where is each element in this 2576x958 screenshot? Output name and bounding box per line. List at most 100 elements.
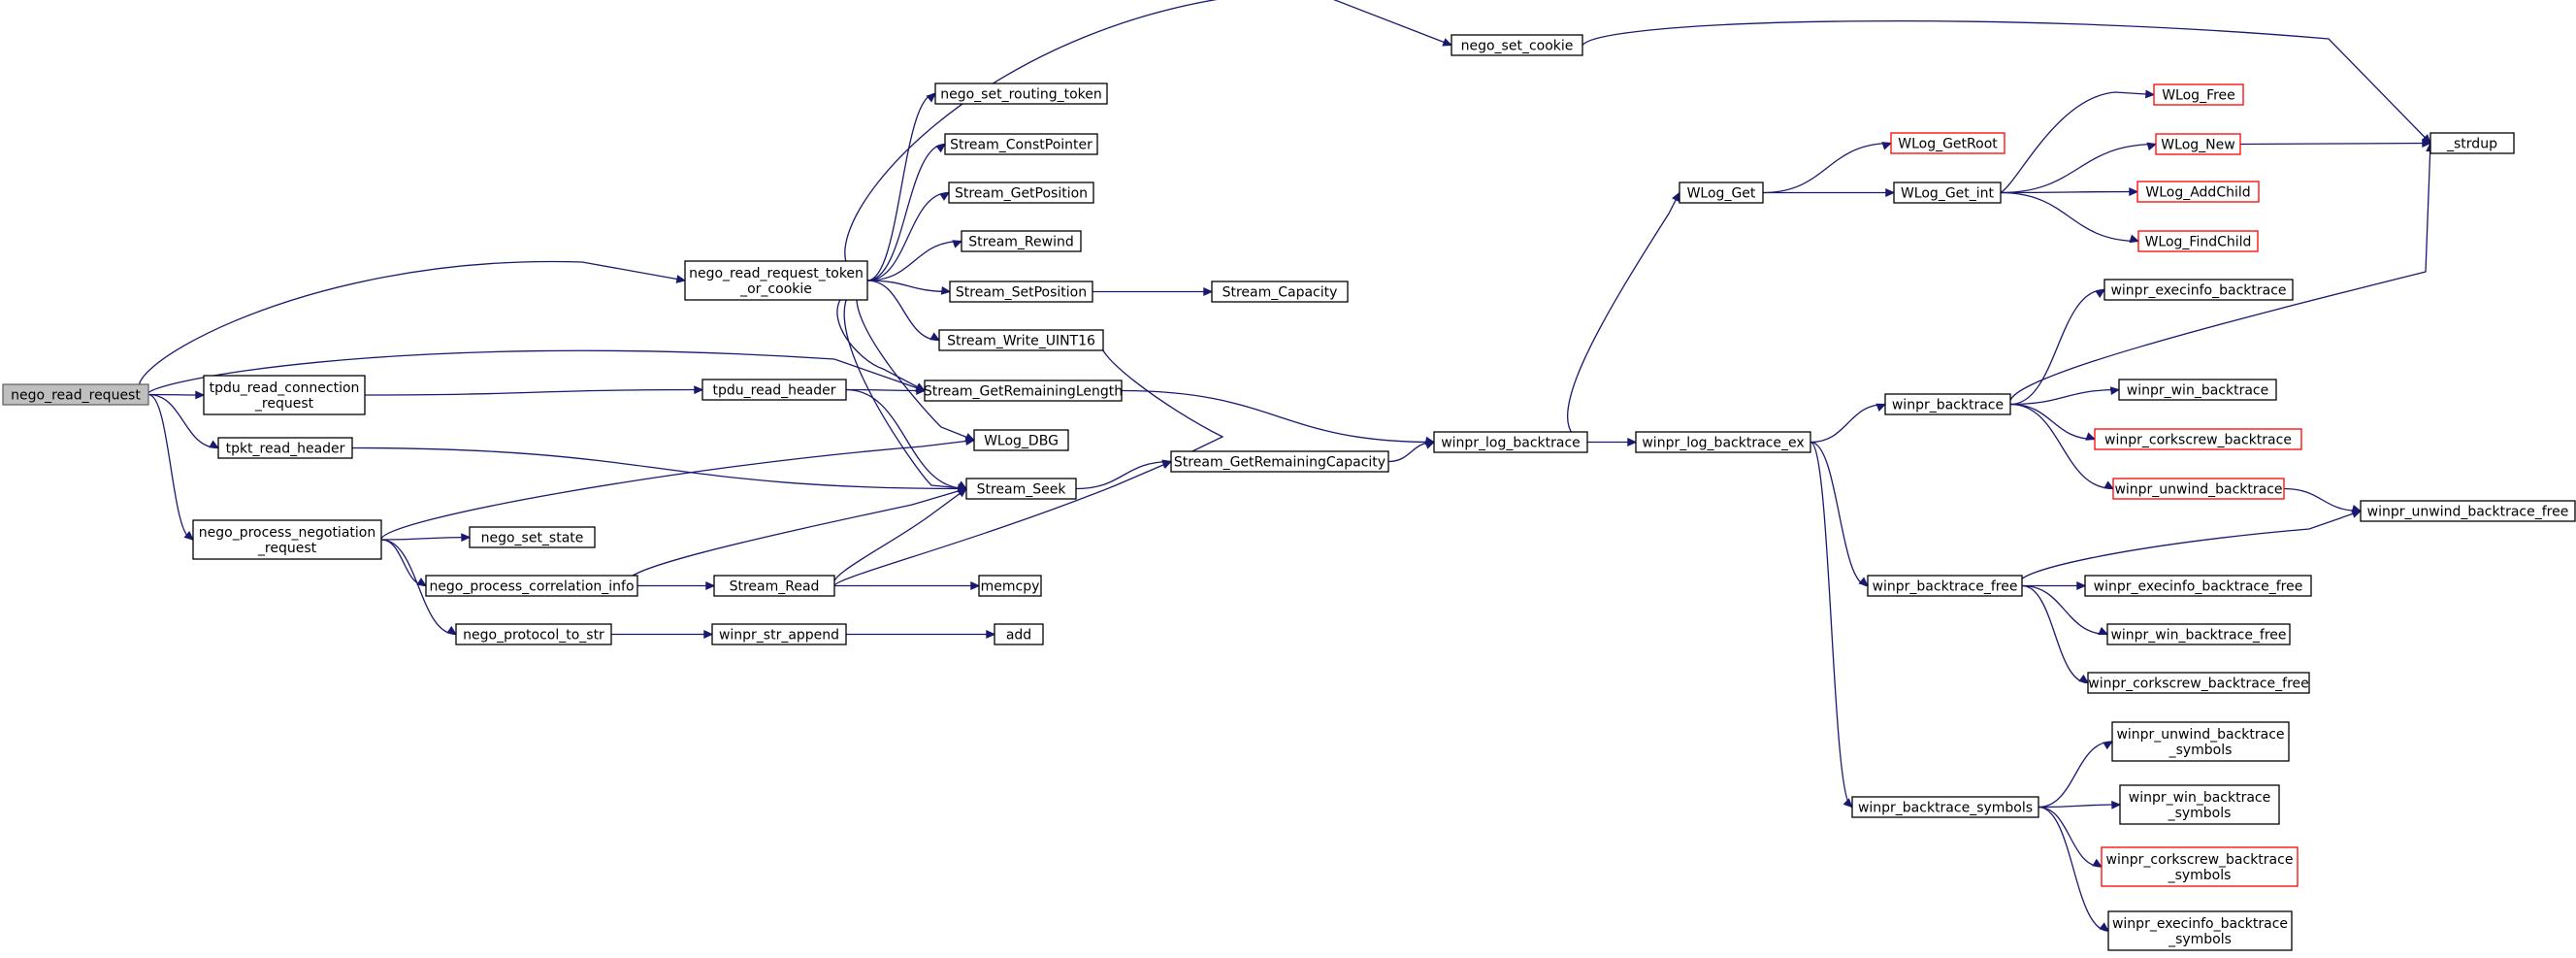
node-box[interactable] xyxy=(2107,910,2293,951)
node-Stream_Seek[interactable]: Stream_Seek xyxy=(965,478,1077,500)
node-box[interactable] xyxy=(2155,133,2241,155)
node-box[interactable] xyxy=(1451,34,1583,56)
node-WLog_Get_int[interactable]: WLog_Get_int xyxy=(1893,182,2002,204)
node-Stream_Rewind[interactable]: Stream_Rewind xyxy=(961,230,1082,252)
node-WLog_GetRoot[interactable]: WLog_GetRoot xyxy=(1890,132,2005,154)
node-box[interactable] xyxy=(944,133,1098,155)
node-winpr_corkscrew_backtrace_symbols[interactable]: winpr_corkscrew_backtrace_symbols xyxy=(2101,846,2299,887)
node-nego_read_request_token_or_cookie[interactable]: nego_read_request_token_or_cookie xyxy=(684,260,868,301)
node-winpr_execinfo_backtrace[interactable]: winpr_execinfo_backtrace xyxy=(2103,279,2294,301)
node-box[interactable] xyxy=(2153,83,2244,106)
node-nego_read_request[interactable]: nego_read_request xyxy=(2,383,149,406)
node-Stream_Write_UINT16[interactable]: Stream_Write_UINT16 xyxy=(938,329,1104,351)
node-WLog_Free[interactable]: WLog_Free xyxy=(2153,83,2244,106)
node-winpr_unwind_backtrace[interactable]: winpr_unwind_backtrace xyxy=(2112,478,2285,500)
node-winpr_backtrace_free[interactable]: winpr_backtrace_free xyxy=(1867,575,2023,597)
node-nego_process_negotiation_request[interactable]: nego_process_negotiation_request xyxy=(192,519,382,560)
node-Stream_GetPosition[interactable]: Stream_GetPosition xyxy=(948,182,1094,204)
node-box[interactable] xyxy=(978,575,1042,597)
node-box[interactable] xyxy=(924,380,1123,402)
node-box[interactable] xyxy=(469,526,596,548)
node-box[interactable] xyxy=(1890,132,2005,154)
node-winpr_corkscrew_backtrace_free[interactable]: winpr_corkscrew_backtrace_free xyxy=(2087,672,2310,694)
node-winpr_execinfo_backtrace_free[interactable]: winpr_execinfo_backtrace_free xyxy=(2084,575,2312,597)
node-box[interactable] xyxy=(1893,182,2002,204)
node-winpr_log_backtrace_ex[interactable]: winpr_log_backtrace_ex xyxy=(1635,431,1811,453)
node-box[interactable] xyxy=(1884,393,2011,415)
node-winpr_win_backtrace_free[interactable]: winpr_win_backtrace_free xyxy=(2106,623,2291,645)
node-box[interactable] xyxy=(1851,796,2039,818)
node-WLog_Get[interactable]: WLog_Get xyxy=(1679,182,1764,204)
node-nego_protocol_to_str[interactable]: nego_protocol_to_str xyxy=(455,623,612,645)
node-memcpy[interactable]: memcpy xyxy=(978,575,1042,597)
node-box[interactable] xyxy=(2137,230,2259,252)
node-Stream_GetRemainingCapacity[interactable]: Stream_GetRemainingCapacity xyxy=(1170,450,1389,473)
node-box[interactable] xyxy=(2112,478,2285,500)
node-box[interactable] xyxy=(203,375,366,415)
node-tpdu_read_header[interactable]: tpdu_read_header xyxy=(701,379,847,401)
node-box[interactable] xyxy=(1170,450,1389,473)
node-winpr_corkscrew_backtrace[interactable]: winpr_corkscrew_backtrace xyxy=(2094,428,2302,450)
node-box[interactable] xyxy=(684,260,868,301)
node-box[interactable] xyxy=(2111,721,2290,762)
node-WLog_DBG[interactable]: WLog_DBG xyxy=(973,429,1069,451)
node-box[interactable] xyxy=(2136,181,2260,203)
node-winpr_unwind_backtrace_free[interactable]: winpr_unwind_backtrace_free xyxy=(2360,500,2576,522)
node-strdup[interactable]: _strdup xyxy=(2429,132,2515,154)
node-box[interactable] xyxy=(938,329,1104,351)
node-add[interactable]: add xyxy=(994,623,1044,645)
node-box[interactable] xyxy=(973,429,1069,451)
node-box[interactable] xyxy=(961,230,1082,252)
node-WLog_New[interactable]: WLog_New xyxy=(2155,133,2241,155)
node-Stream_Capacity[interactable]: Stream_Capacity xyxy=(1211,281,1349,303)
node-box[interactable] xyxy=(994,623,1044,645)
node-Stream_SetPosition[interactable]: Stream_SetPosition xyxy=(949,281,1093,303)
node-nego_set_state[interactable]: nego_set_state xyxy=(469,526,596,548)
node-winpr_unwind_backtrace_symbols[interactable]: winpr_unwind_backtrace_symbols xyxy=(2111,721,2290,762)
node-nego_set_cookie[interactable]: nego_set_cookie xyxy=(1451,34,1583,56)
node-nego_set_routing_token[interactable]: nego_set_routing_token xyxy=(934,83,1108,105)
node-box[interactable] xyxy=(949,281,1093,303)
node-winpr_win_backtrace[interactable]: winpr_win_backtrace xyxy=(2118,379,2277,401)
node-box[interactable] xyxy=(2103,279,2294,301)
node-WLog_FindChild[interactable]: WLog_FindChild xyxy=(2137,230,2259,252)
node-Stream_ConstPointer[interactable]: Stream_ConstPointer xyxy=(944,133,1098,155)
node-box[interactable] xyxy=(2094,428,2302,450)
node-box[interactable] xyxy=(1433,431,1588,453)
node-winpr_backtrace[interactable]: winpr_backtrace xyxy=(1884,393,2011,415)
node-box[interactable] xyxy=(2101,846,2299,887)
node-box[interactable] xyxy=(713,575,835,597)
node-box[interactable] xyxy=(2084,575,2312,597)
node-box[interactable] xyxy=(701,379,847,401)
node-box[interactable] xyxy=(1635,431,1811,453)
node-winpr_str_append[interactable]: winpr_str_append xyxy=(711,623,847,645)
node-box[interactable] xyxy=(425,575,638,597)
node-box[interactable] xyxy=(711,623,847,645)
node-box[interactable] xyxy=(1679,182,1764,204)
node-box[interactable] xyxy=(1211,281,1349,303)
node-box[interactable] xyxy=(2360,500,2576,522)
node-box[interactable] xyxy=(455,623,612,645)
node-winpr_log_backtrace[interactable]: winpr_log_backtrace xyxy=(1433,431,1588,453)
node-box[interactable] xyxy=(948,182,1094,204)
node-Stream_GetRemainingLength[interactable]: Stream_GetRemainingLength xyxy=(924,380,1123,402)
node-box[interactable] xyxy=(2106,623,2291,645)
node-box[interactable] xyxy=(2429,132,2515,154)
node-winpr_backtrace_symbols[interactable]: winpr_backtrace_symbols xyxy=(1851,796,2039,818)
node-winpr_win_backtrace_symbols[interactable]: winpr_win_backtrace_symbols xyxy=(2119,784,2280,825)
node-box[interactable] xyxy=(2087,672,2310,694)
node-tpkt_read_header[interactable]: tpkt_read_header xyxy=(217,437,353,459)
node-box[interactable] xyxy=(2,383,149,406)
node-box[interactable] xyxy=(2118,379,2277,401)
node-nego_process_correlation_info[interactable]: nego_process_correlation_info xyxy=(425,575,638,597)
node-tpdu_read_connection_request[interactable]: tpdu_read_connection_request xyxy=(203,375,366,415)
node-box[interactable] xyxy=(965,478,1077,500)
node-box[interactable] xyxy=(2119,784,2280,825)
node-box[interactable] xyxy=(192,519,382,560)
node-winpr_execinfo_backtrace_symbols[interactable]: winpr_execinfo_backtrace_symbols xyxy=(2107,910,2293,951)
node-WLog_AddChild[interactable]: WLog_AddChild xyxy=(2136,181,2260,203)
node-box[interactable] xyxy=(217,437,353,459)
node-box[interactable] xyxy=(1867,575,2023,597)
node-box[interactable] xyxy=(934,83,1108,105)
node-Stream_Read[interactable]: Stream_Read xyxy=(713,575,835,597)
